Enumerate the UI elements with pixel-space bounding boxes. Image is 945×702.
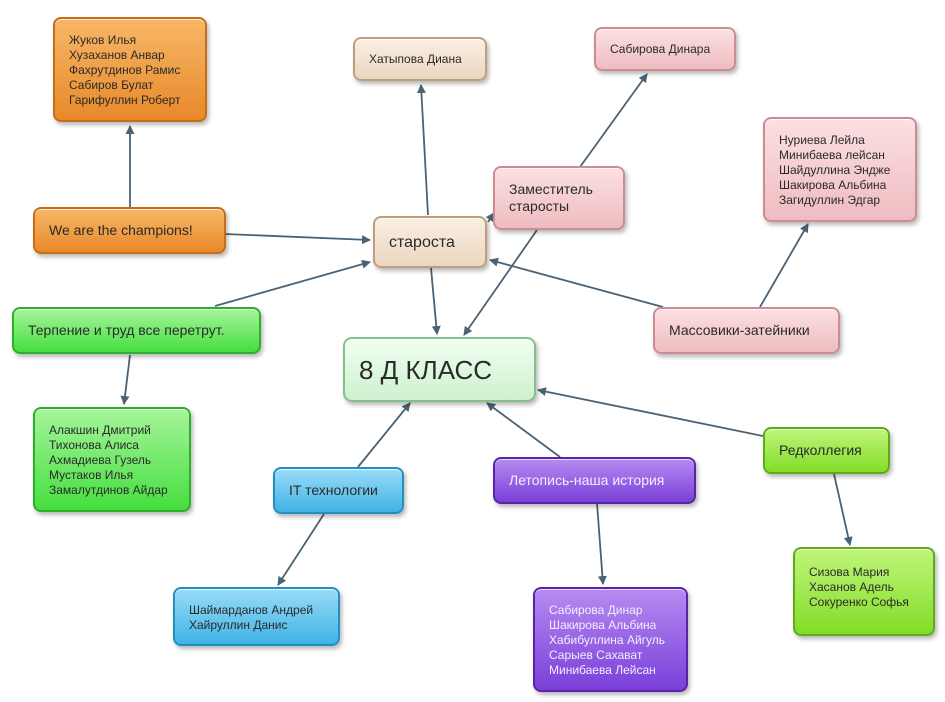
entertainers-label: Массовики-затейники — [669, 322, 810, 338]
arrow-it-to-center — [357, 402, 411, 468]
starosta-label: староста — [389, 233, 455, 251]
center-label: 8 Д КЛАСС — [359, 354, 493, 385]
patience-members-list: Алакшин Дмитрий Тихонова Алиса Ахмадиева… — [49, 423, 168, 497]
chronicle-members-node: Сабирова Динар Шакирова Альбина Хабибулл… — [533, 587, 688, 692]
khatypova-node: Хатыпова Диана — [353, 37, 487, 81]
deputy-node: Заместитель старосты — [493, 166, 625, 230]
editorial-members-list: Сизова Мария Хасанов Адель Сокуренко Соф… — [809, 565, 909, 609]
arrow-deputy-to-sabirova — [579, 73, 648, 168]
arrow-starosta-to-khatypova — [416, 84, 429, 216]
arrow-patience-to-starosta — [214, 259, 371, 307]
it-members-list: Шаймарданов Андрей Хайруллин Данис — [189, 603, 314, 632]
editorial-node: Редколлегия — [763, 427, 890, 474]
champions-members-list: Жуков Илья Хузаханов Анвар Фахрутдинов Р… — [69, 33, 181, 107]
arrow-starosta-to-center — [430, 267, 441, 335]
arrow-entertainers-to-members — [759, 223, 809, 308]
champions-node: We are the champions! — [33, 207, 226, 254]
center-node: 8 Д КЛАСС — [343, 337, 536, 402]
editorial-label: Редколлегия — [779, 442, 862, 458]
deputy-label: Заместитель старосты — [509, 181, 593, 214]
it-members-node: Шаймарданов Андрей Хайруллин Данис — [173, 587, 340, 646]
patience-members-node: Алакшин Дмитрий Тихонова Алиса Ахмадиева… — [33, 407, 191, 512]
entertainers-members-list: Нуриева Лейла Минибаева лейсан Шайдуллин… — [779, 133, 891, 207]
sabirova-label: Сабирова Динара — [610, 41, 711, 56]
arrow-deputy-to-center — [463, 229, 538, 336]
patience-node: Терпение и труд все перетрут. — [12, 307, 261, 354]
arrow-editorial-to-center — [537, 387, 764, 437]
arrow-entertainers-to-starosta — [489, 257, 664, 308]
champions-label: We are the champions! — [49, 222, 193, 238]
arrow-chronicle-to-members — [596, 502, 607, 585]
arrow-it-to-members — [277, 513, 325, 586]
arrow-champions-to-starosta — [224, 233, 371, 245]
entertainers-members-node: Нуриева Лейла Минибаева лейсан Шайдуллин… — [763, 117, 917, 222]
entertainers-node: Массовики-затейники — [653, 307, 840, 354]
champions-members-node: Жуков Илья Хузаханов Анвар Фахрутдинов Р… — [53, 17, 207, 122]
chronicle-members-list: Сабирова Динар Шакирова Альбина Хабибулл… — [549, 603, 666, 677]
it-node: IT технологии — [273, 467, 404, 514]
arrow-patience-to-members — [120, 354, 131, 405]
khatypova-label: Хатыпова Диана — [369, 51, 462, 66]
patience-label: Терпение и труд все перетрут. — [28, 322, 225, 338]
starosta-node: староста — [373, 216, 487, 268]
editorial-members-node: Сизова Мария Хасанов Адель Сокуренко Соф… — [793, 547, 935, 636]
chronicle-label: Летопись-наша история — [509, 472, 665, 488]
it-label: IT технологии — [289, 482, 378, 498]
chronicle-node: Летопись-наша история — [493, 457, 696, 504]
sabirova-node: Сабирова Динара — [594, 27, 736, 71]
arrow-chronicle-to-center — [486, 402, 561, 458]
arrow-editorial-to-members — [833, 473, 853, 546]
